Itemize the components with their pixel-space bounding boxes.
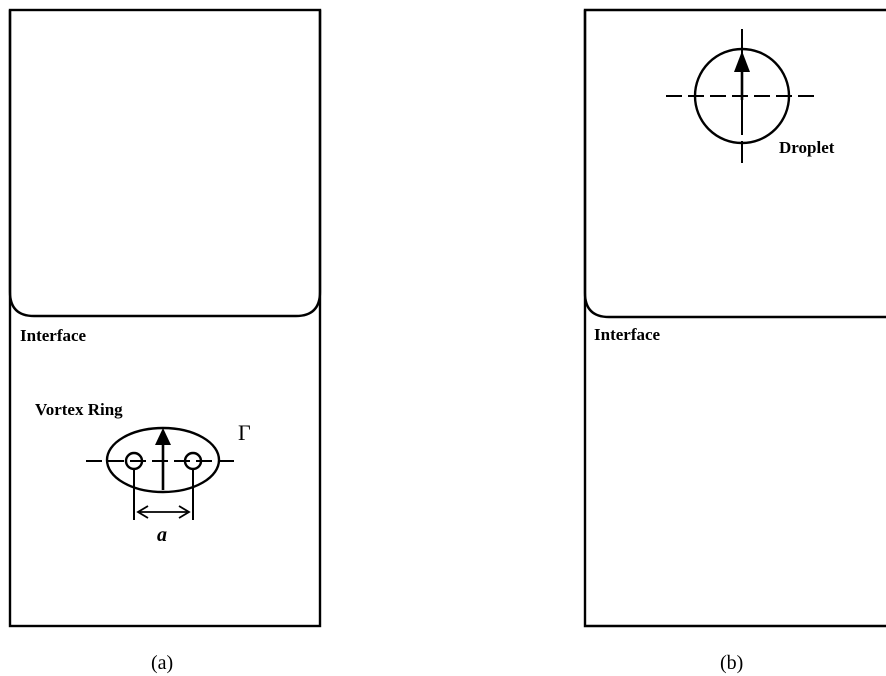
panel-b-upper-fluid-interface [583,10,886,319]
panel-a-upper-fluid-interface [8,10,322,318]
panel-a-container [8,8,322,628]
vortex-ring-label: Vortex Ring [35,400,123,419]
circulation-symbol: Γ [238,420,251,445]
droplet-velocity-arrowhead [734,51,750,72]
spacing-arrow-right [178,505,191,519]
vortex-ring-velocity-arrowhead [155,428,171,445]
panel-a: Interface Vortex Ring Γ a (a) [8,8,322,674]
panel-b: Interface Droplet (b) [583,8,886,674]
panel-b-interface-label: Interface [594,325,661,344]
panel-a-interface-label: Interface [20,326,87,345]
panel-b-caption: (b) [720,652,743,674]
panel-b-container [583,8,886,628]
panel-a-caption: (a) [151,652,173,674]
droplet-label: Droplet [779,138,835,157]
spacing-symbol: a [157,524,167,546]
spacing-arrow-left [136,505,149,519]
